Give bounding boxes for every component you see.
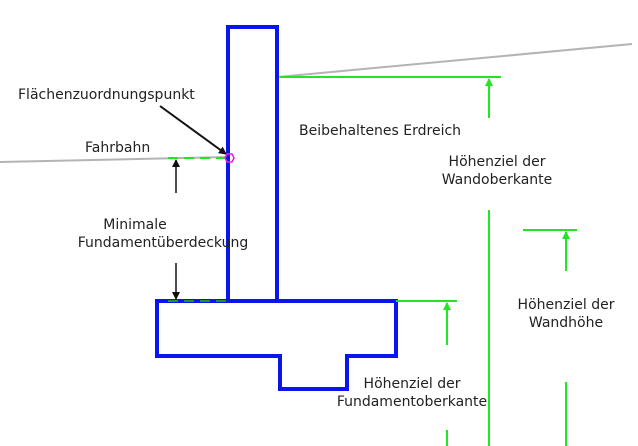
wall-stem (226, 25, 279, 303)
wall-height-label-line2: Wandhöhe (529, 315, 603, 331)
wall-top-label-line2: Wandoberkante (442, 172, 553, 188)
footing-top-label-line1: Höhenziel der (364, 376, 461, 392)
min-cover-label-line2: Fundamentüberdeckung (78, 235, 249, 251)
area-point-marker-icon (224, 153, 235, 163)
min-cover-label-line1: Minimale (103, 217, 166, 233)
wall-height-label-line1: Höhenziel der (518, 297, 615, 313)
road-label: Fahrbahn (85, 140, 150, 156)
wall-top-label-line1: Höhenziel der (449, 154, 546, 170)
wall-footing (155, 299, 398, 391)
retained-soil-label: Beibehaltenes Erdreich (299, 123, 461, 139)
area-point-label: Flächenzuordnungspunkt (18, 87, 195, 103)
area-point-leader (159, 105, 227, 155)
retained-ground-line (277, 43, 633, 78)
footing-top-label-line2: Fundamentoberkante (337, 394, 487, 410)
